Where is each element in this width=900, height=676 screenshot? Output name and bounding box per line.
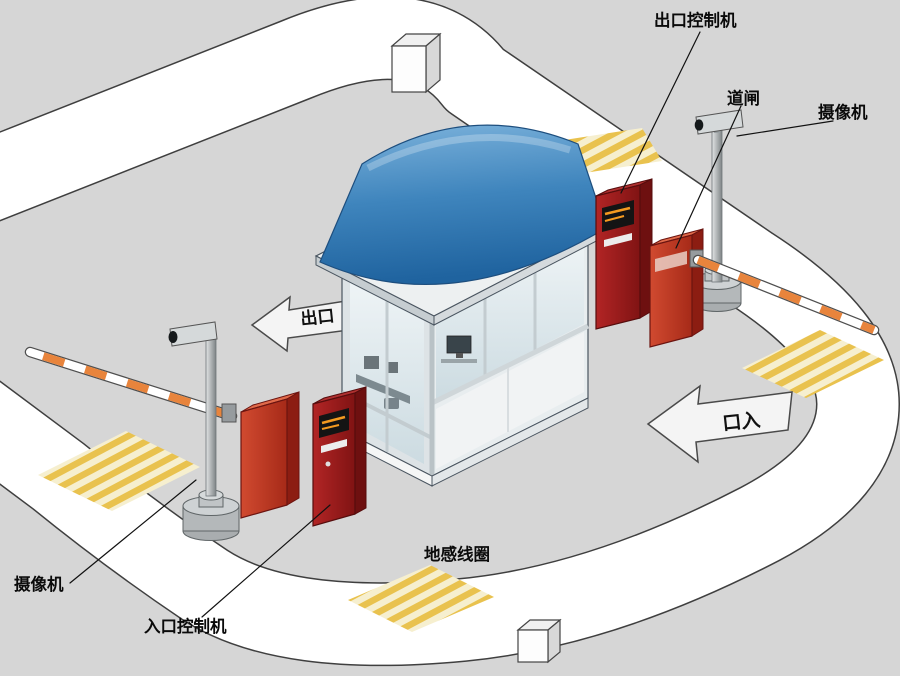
callout-barrier-gate: 道闸 xyxy=(727,88,760,108)
leader-line xyxy=(69,479,197,584)
booth-interior-right xyxy=(441,335,477,363)
window-rail xyxy=(430,323,590,406)
entrance-group xyxy=(24,321,367,541)
cabinet-panel xyxy=(655,251,687,272)
ground-loop-pad-exit xyxy=(742,330,884,398)
camera-lens xyxy=(694,119,704,131)
arm-joint xyxy=(221,403,237,423)
interior-equipment xyxy=(364,356,379,369)
exit-controller-kiosk xyxy=(595,178,653,330)
arm-stripes xyxy=(28,348,234,420)
entrance-arrow: 口入 xyxy=(646,384,793,464)
kiosk-button xyxy=(325,461,331,467)
screen-text-line xyxy=(321,424,340,430)
arm-stripes xyxy=(696,256,876,334)
ground-loop-pad-bottom xyxy=(348,565,494,632)
entrance-arrow-shape xyxy=(646,384,793,464)
interior-equipment xyxy=(386,362,398,373)
leader-line xyxy=(201,504,331,618)
exit-arrow-label: 出口 xyxy=(299,305,335,328)
entrance-controller-kiosk xyxy=(312,386,367,527)
callout-camera-right: 摄像机 xyxy=(818,102,868,122)
entrance-camera xyxy=(168,321,240,541)
camera-pole xyxy=(711,129,723,283)
booth-right-window xyxy=(436,232,584,401)
entrance-arrow-label: 口入 xyxy=(721,409,761,435)
leader-line xyxy=(620,31,701,194)
callout-ground-loop: 地感线圈 xyxy=(424,544,490,564)
interior-shelf xyxy=(441,359,477,363)
callouts: 出口控制机 道闸 摄像机 摄像机 入口控制机 地感线圈 xyxy=(14,10,868,636)
screen-text-line xyxy=(321,415,346,425)
kiosk-screen xyxy=(319,408,349,438)
camera-pole xyxy=(205,335,217,497)
cabinet-side xyxy=(286,391,300,506)
ground-loop-pad-entrance xyxy=(38,431,200,511)
ticket-slot xyxy=(604,233,632,247)
booth-lower-panel xyxy=(436,332,584,469)
entrance-barrier-arm xyxy=(24,346,238,423)
ticket-slot xyxy=(321,439,347,453)
interior-monitor-stand xyxy=(456,353,463,358)
interior-desk xyxy=(356,374,410,404)
callout-camera-left: 摄像机 xyxy=(14,574,64,594)
exit-barrier-arm xyxy=(689,249,880,336)
canopy-highlight xyxy=(366,134,572,172)
road-pillar-bottom xyxy=(516,618,562,664)
road-pillar-top xyxy=(390,32,442,94)
callout-exit-controller: 出口控制机 xyxy=(654,10,737,30)
entrance-barrier-cabinet xyxy=(240,391,300,519)
kiosk-side xyxy=(354,386,367,515)
callout-entrance-controller: 入口控制机 xyxy=(144,616,227,636)
cabinet-front xyxy=(240,398,288,519)
pillar-front-face xyxy=(517,629,549,663)
leader-line xyxy=(736,120,834,137)
pillar-front-face xyxy=(391,45,427,93)
booth-plinth-right xyxy=(431,397,589,487)
screen-text-line xyxy=(604,206,631,216)
screen-text-line xyxy=(604,215,625,222)
interior-monitor xyxy=(446,335,472,354)
leader-line xyxy=(675,105,742,249)
cabinet-side xyxy=(691,228,704,337)
camera-lens xyxy=(168,331,178,343)
exit-group xyxy=(595,109,880,348)
